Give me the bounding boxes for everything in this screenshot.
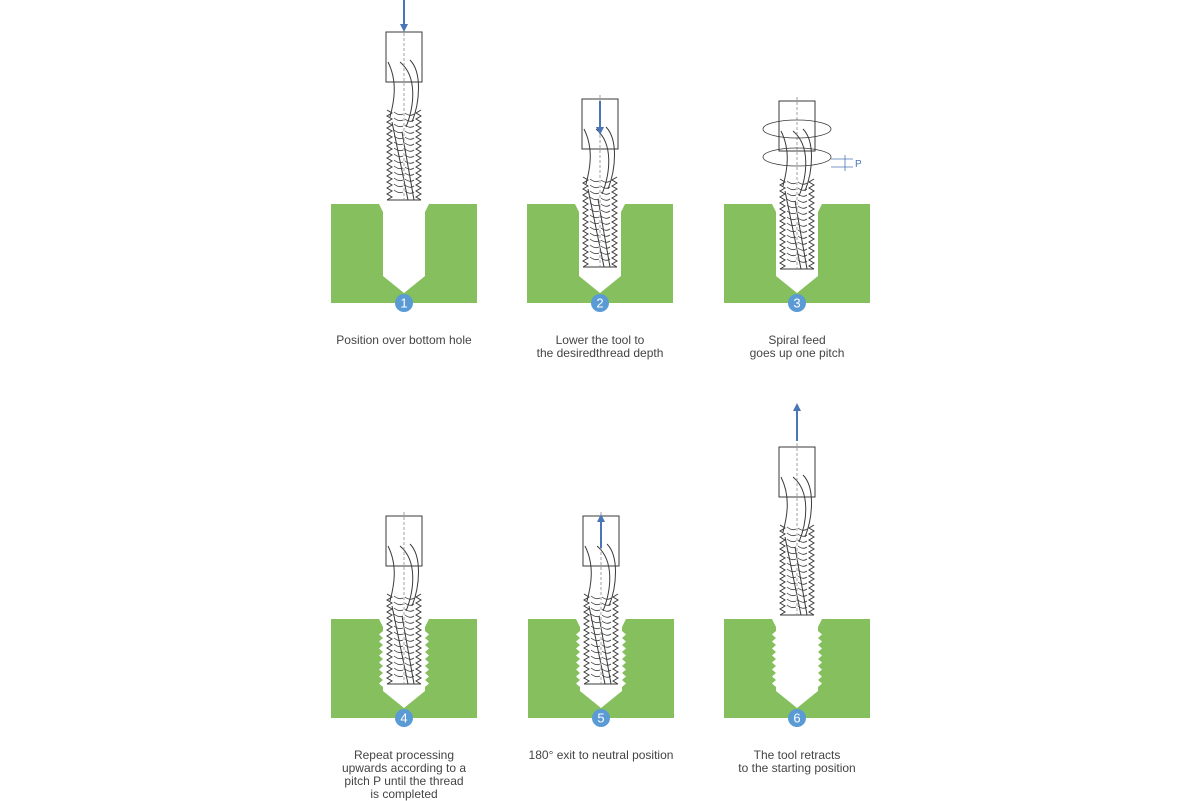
step-badge-1 bbox=[395, 294, 413, 312]
caption-line: pitch P until the thread bbox=[344, 774, 464, 788]
step-badge-6 bbox=[788, 709, 806, 727]
step-panel-1: 1 bbox=[331, 0, 477, 312]
step-badge-2 bbox=[591, 294, 609, 312]
bore-hole-6 bbox=[772, 619, 822, 708]
thread-mill-tool-3 bbox=[778, 97, 816, 270]
spiral-path-indicator: P bbox=[762, 119, 862, 171]
step-number-1: 1 bbox=[400, 296, 407, 311]
thread-mill-tool-4 bbox=[385, 512, 423, 685]
caption-line: Position over bottom hole bbox=[336, 333, 472, 347]
caption-line: upwards according to a bbox=[341, 761, 467, 775]
step-panel-4: 4 bbox=[331, 512, 477, 727]
step-number-5: 5 bbox=[597, 711, 604, 726]
caption-line: goes up one pitch bbox=[749, 346, 845, 360]
step-panel-3: P3 bbox=[724, 97, 870, 312]
step-badge-4 bbox=[395, 709, 413, 727]
step-panel-2: 2 bbox=[527, 95, 673, 312]
pitch-label: P bbox=[855, 159, 862, 170]
step-panel-5: 5 bbox=[528, 512, 674, 727]
step-panel-6: 6 bbox=[724, 403, 870, 727]
step-caption-1: Position over bottom hole bbox=[304, 334, 504, 347]
caption-line: Spiral feed bbox=[768, 333, 826, 347]
caption-line: is completed bbox=[370, 787, 438, 801]
step-number-6: 6 bbox=[793, 711, 800, 726]
caption-line: to the starting position bbox=[738, 761, 856, 775]
caption-line: Repeat processing bbox=[353, 748, 455, 762]
caption-line: the desiredthread depth bbox=[536, 346, 664, 360]
thread-mill-tool-1 bbox=[385, 28, 423, 201]
step-badge-5 bbox=[592, 709, 610, 727]
thread-mill-tool-6 bbox=[778, 443, 816, 616]
caption-line: The tool retracts bbox=[753, 748, 841, 762]
step-caption-5: 180° exit to neutral position bbox=[501, 749, 701, 762]
caption-line: Lower the tool to bbox=[555, 333, 645, 347]
bore-hole-1 bbox=[379, 204, 429, 293]
step-number-3: 3 bbox=[793, 296, 800, 311]
step-number-4: 4 bbox=[400, 711, 407, 726]
step-number-2: 2 bbox=[596, 296, 603, 311]
caption-line: 180° exit to neutral position bbox=[528, 748, 674, 762]
step-badge-3 bbox=[788, 294, 806, 312]
